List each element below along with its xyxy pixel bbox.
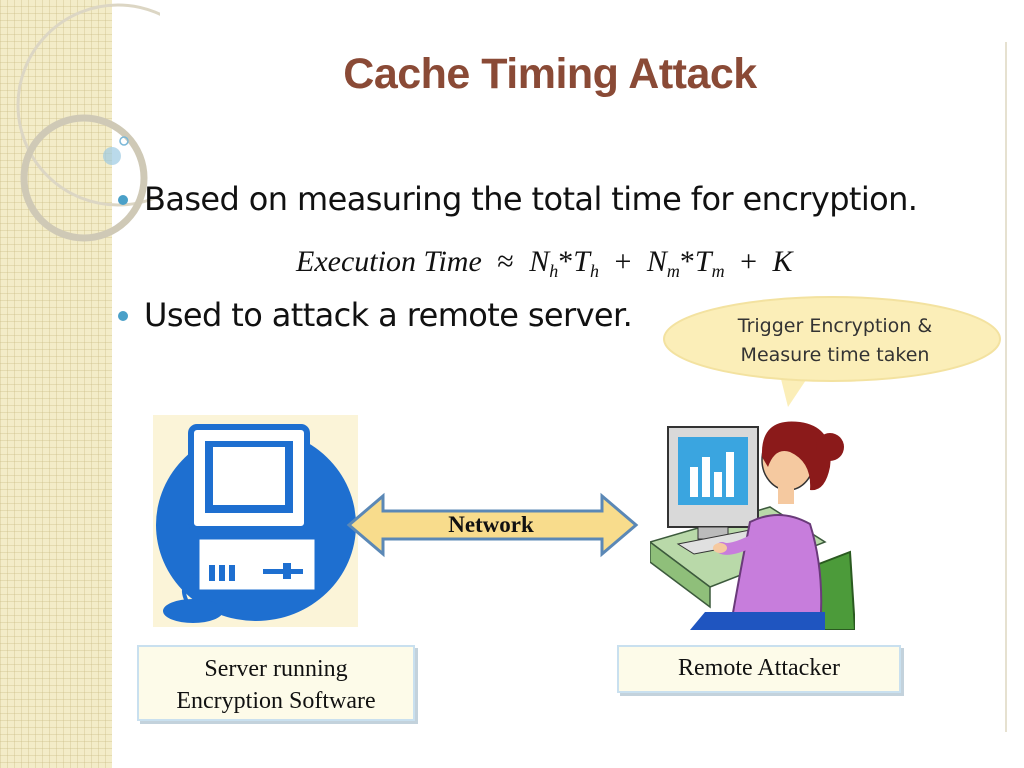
formula-plus-1: + bbox=[614, 245, 632, 278]
network-arrow bbox=[346, 492, 639, 558]
bullet-dot bbox=[118, 195, 128, 205]
execution-time-formula: Execution Time ≈ Nh*Th + Nm*Tm + K bbox=[296, 245, 793, 281]
server-label-line-1: Server running bbox=[204, 656, 348, 682]
network-label: Network bbox=[448, 512, 534, 537]
decorative-circles bbox=[16, 3, 160, 242]
attacker-label-box: Remote Attacker bbox=[617, 645, 901, 693]
bullet-2-text: Used to attack a remote server. bbox=[144, 296, 633, 334]
formula-lhs: Execution Time bbox=[296, 245, 482, 278]
formula-t-m: Tm bbox=[694, 245, 725, 281]
formula-t-h: Th bbox=[573, 245, 599, 281]
formula-k: K bbox=[772, 245, 793, 278]
server-label-box: Server running Encryption Software bbox=[137, 645, 415, 721]
speech-bubble-text: Trigger Encryption & Measure time taken bbox=[737, 315, 933, 366]
woman-at-computer-icon bbox=[650, 421, 855, 630]
server-label-line-2: Encryption Software bbox=[176, 688, 376, 714]
formula-n-m: Nm bbox=[646, 245, 680, 281]
bullet-dot bbox=[118, 311, 128, 321]
slide-title: Cache Timing Attack bbox=[343, 50, 757, 98]
bullet-1-text: Based on measuring the total time for en… bbox=[144, 180, 918, 218]
formula-approx: ≈ bbox=[497, 245, 514, 278]
formula-n-h: Nh bbox=[529, 245, 559, 281]
formula-plus-2: + bbox=[740, 245, 758, 278]
speech-bubble bbox=[663, 296, 1001, 407]
right-border-line bbox=[1005, 42, 1007, 732]
server-computer-icon bbox=[153, 415, 358, 627]
